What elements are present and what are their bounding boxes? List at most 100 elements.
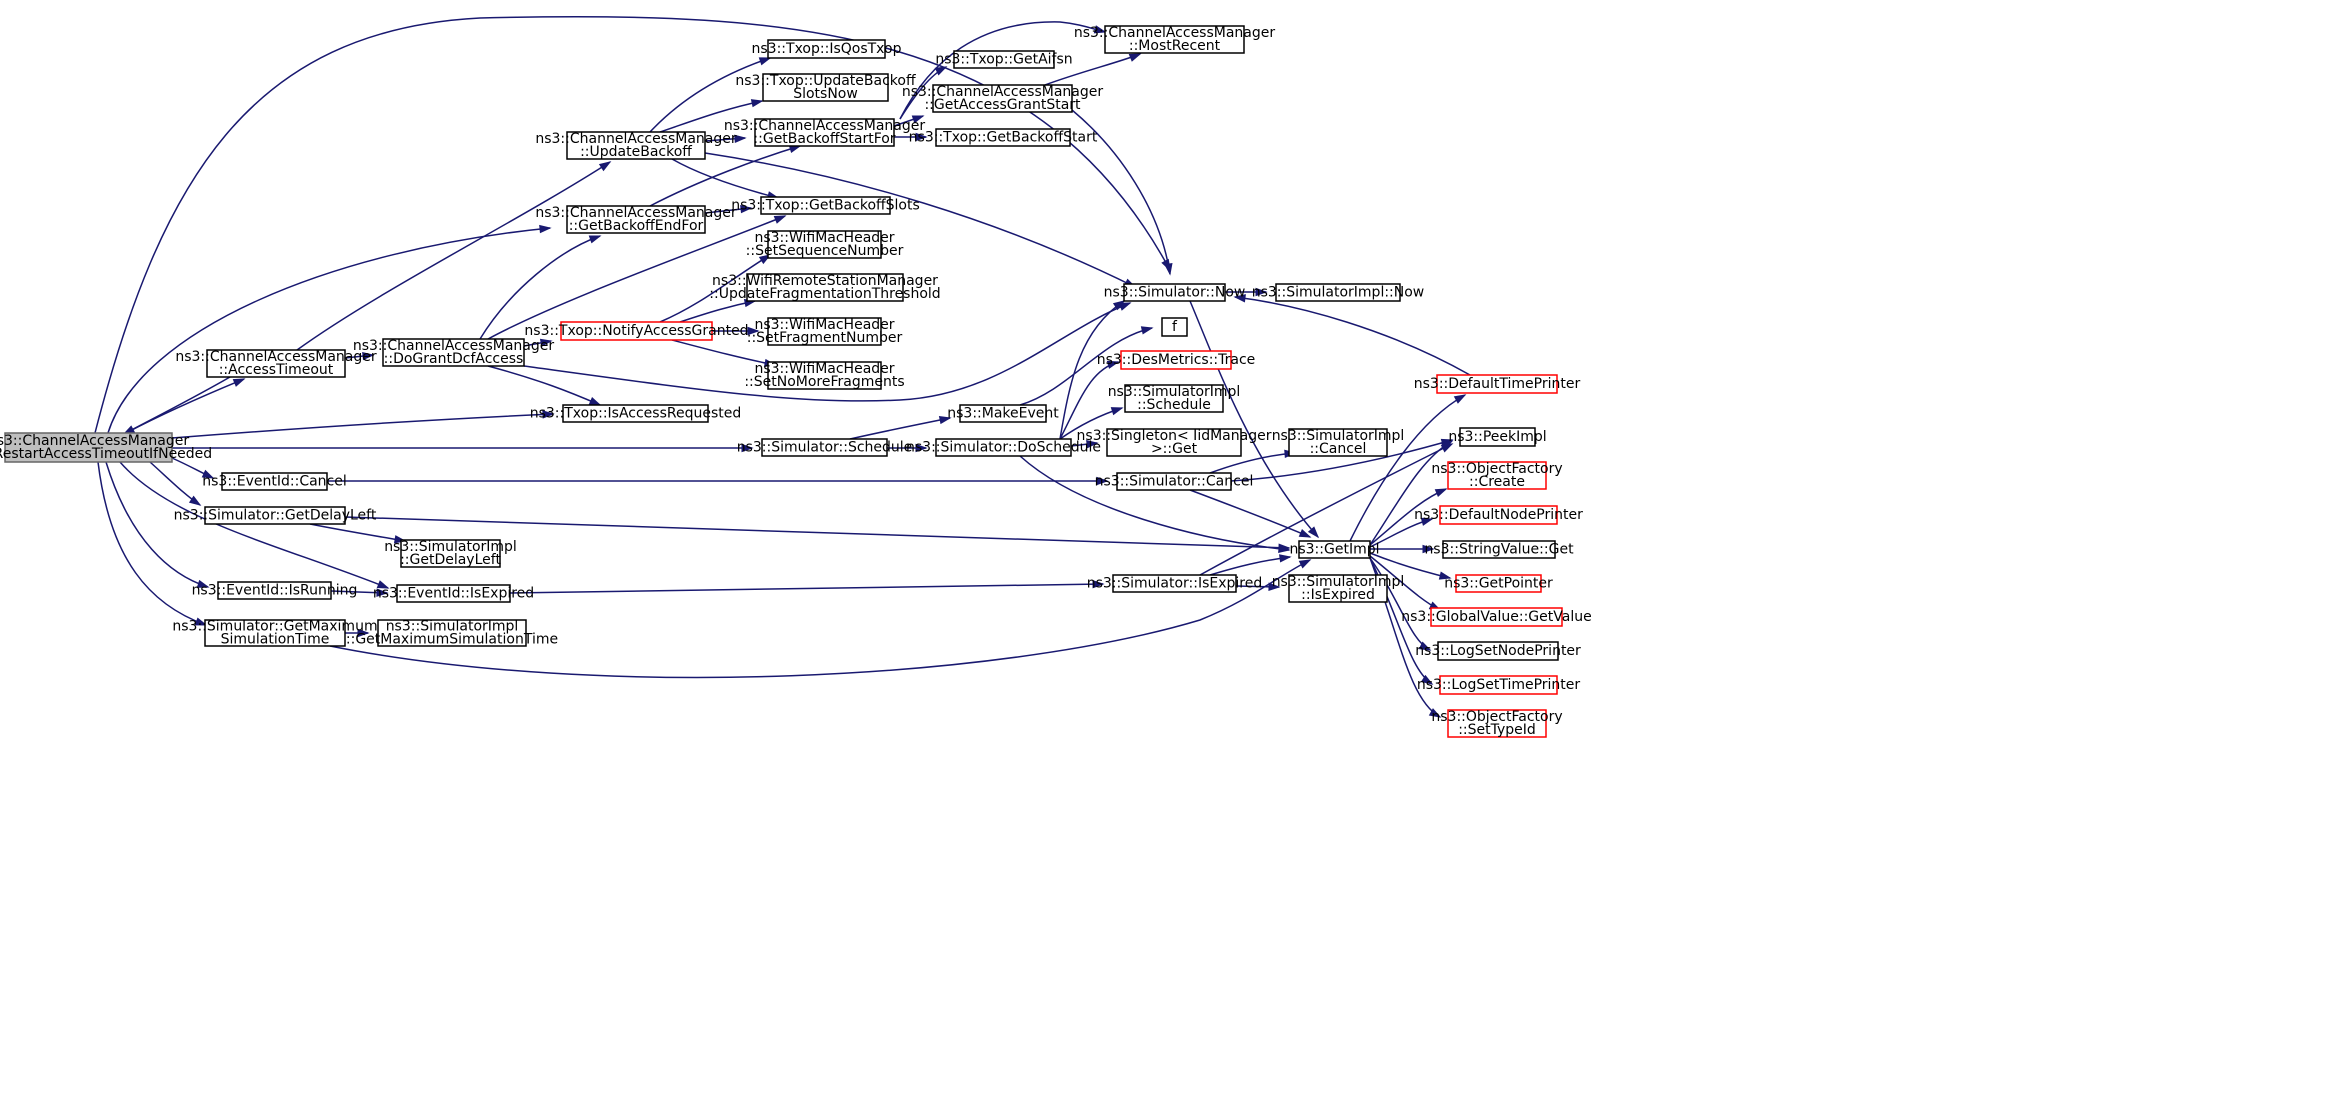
edge-line — [899, 21, 1106, 120]
node-getimpl[interactable]: ns3::GetImpl — [1289, 540, 1380, 559]
edge-line — [123, 376, 231, 435]
node-simimplschedule[interactable]: ns3::SimulatorImpl::Schedule — [1108, 384, 1241, 413]
node-makeevent[interactable]: ns3::MakeEvent — [947, 404, 1059, 423]
node-getbackoffendfor[interactable]: ns3::ChannelAccessManager::GetBackoffEnd… — [535, 205, 737, 234]
node-simschedule[interactable]: ns3::Simulator::Schedule — [737, 438, 913, 457]
edge-root-to-accesstimeout — [125, 378, 246, 434]
node-label-line: ns3::MakeEvent — [947, 406, 1059, 422]
node-getbackoffslots[interactable]: ns3::Txop::GetBackoffSlots — [731, 196, 920, 215]
node-accesstimeout[interactable]: ns3::ChannelAccessManager::AccessTimeout — [175, 349, 377, 378]
node-label-line: ::GetDelayLeft — [400, 552, 501, 568]
node-simimplnow[interactable]: ns3::SimulatorImpl::Now — [1252, 283, 1425, 302]
node-simisexpired[interactable]: ns3::Simulator::IsExpired — [1087, 574, 1263, 593]
node-label-line: ::SetSequenceNumber — [746, 243, 904, 259]
node-label-line: ns3::GetImpl — [1289, 542, 1379, 558]
arrowhead — [1298, 559, 1312, 569]
node-desmetrics[interactable]: ns3::DesMetrics::Trace — [1097, 350, 1256, 370]
arrowhead — [1118, 302, 1132, 311]
edge-doschedule-to-getimpl — [1019, 455, 1291, 554]
edge-line — [1189, 489, 1311, 538]
node-label-line: ns3::Simulator::GetMaximum — [172, 619, 377, 635]
node-label-line: ::SetTypeId — [1458, 722, 1536, 738]
edge-getmaxsimtime-to-simimplgetmaxsimtime — [345, 628, 370, 638]
arrowhead — [1438, 571, 1452, 580]
edge-makeevent-to-f — [1019, 326, 1154, 406]
node-simimplcancel[interactable]: ns3::SimulatorImpl::Cancel — [1272, 428, 1405, 457]
node-getaifsn[interactable]: ns3::Txop::GetAifsn — [935, 50, 1073, 69]
node-simimplisexpired[interactable]: ns3::SimulatorImpl::IsExpired — [1272, 574, 1405, 603]
node-box — [400, 539, 501, 568]
edge-getaccessgrantstart-to-mostrecent — [1044, 53, 1142, 86]
node-getbackoffstart[interactable]: ns3::Txop::GetBackoffStart — [909, 128, 1098, 147]
node-stringvalueget[interactable]: ns3::StringValue::Get — [1424, 540, 1574, 559]
node-setfragmentnumber[interactable]: ns3::WifiMacHeader::SetFragmentNumber — [747, 317, 903, 346]
node-simimplgetmaxsimtime[interactable]: ns3::SimulatorImpl::GetMaximumSimulation… — [346, 619, 558, 648]
node-peekimpl[interactable]: ns3::PeekImpl — [1448, 427, 1547, 447]
node-label-line: ::IsExpired — [1301, 587, 1375, 603]
node-eventisexpired[interactable]: ns3::EventId::IsExpired — [373, 584, 534, 603]
node-box — [1116, 472, 1232, 491]
edge-getimpl-to-stringvalueget — [1370, 544, 1435, 554]
edge-dogrant-to-notifyaccessgranted — [523, 338, 553, 348]
node-simnow[interactable]: ns3::Simulator::Now — [1104, 283, 1246, 302]
node-defaultnodeprinter[interactable]: ns3::DefaultNodePrinter — [1414, 505, 1583, 525]
edge-getmaxsimtime-to-getimpl — [329, 559, 1312, 679]
node-isaccessrequested[interactable]: ns3::Txop::IsAccessRequested — [530, 404, 742, 423]
node-setsequencenumber[interactable]: ns3::WifiMacHeader::SetSequenceNumber — [746, 230, 904, 259]
node-globalvaluegetvalue[interactable]: ns3::GlobalValue::GetValue — [1401, 607, 1592, 627]
node-f[interactable]: f — [1161, 317, 1188, 337]
node-eventisrunning[interactable]: ns3::EventId::IsRunning — [192, 581, 358, 600]
node-box — [566, 131, 706, 160]
edge-updatebackoff-to-getbackoffstartfor — [704, 134, 747, 143]
node-logsetnodeprinter[interactable]: ns3::LogSetNodePrinter — [1415, 641, 1581, 661]
edge-updatebackoff-to-isqostxop — [649, 57, 772, 133]
edge-line — [105, 461, 209, 588]
node-defaulttimeprinter[interactable]: ns3::DefaultTimePrinter — [1414, 374, 1581, 394]
node-objectfactorycreate[interactable]: ns3::ObjectFactory::Create — [1431, 461, 1562, 490]
node-getaccessgrantstart[interactable]: ns3::ChannelAccessManager::GetAccessGran… — [902, 84, 1104, 113]
node-setnomorefragments[interactable]: ns3::WifiMacHeader::SetNoMoreFragments — [744, 361, 904, 390]
edge-line — [1071, 109, 1171, 275]
node-box — [767, 39, 886, 59]
node-label-line: ns3::ObjectFactory — [1431, 709, 1562, 725]
node-root[interactable]: ns3::ChannelAccessManager::DoRestartAcce… — [0, 432, 212, 463]
node-doschedule[interactable]: ns3::Simulator::DoSchedule — [906, 438, 1101, 457]
edge-root-to-simschedule — [172, 443, 754, 453]
arrowhead — [758, 57, 772, 66]
node-eventcancel[interactable]: ns3::EventId::Cancel — [202, 472, 347, 491]
arrowhead — [1420, 674, 1434, 685]
node-label-line: ns3::ObjectFactory — [1431, 461, 1562, 477]
edge-doschedule-to-desmetrics — [1059, 360, 1120, 440]
arrowhead — [1128, 53, 1142, 62]
arrowhead — [1233, 294, 1246, 303]
node-label-line: ns3::SimulatorImpl::Now — [1252, 285, 1425, 301]
node-dogrant[interactable]: ns3::ChannelAccessManager::DoGrantDcfAcc… — [353, 338, 555, 367]
node-label-line: ns3::WifiMacHeader — [754, 361, 894, 377]
node-simcancel[interactable]: ns3::Simulator::Cancel — [1095, 472, 1254, 491]
node-notifyaccessgranted[interactable]: ns3::Txop::NotifyAccessGranted — [524, 321, 749, 341]
arrowhead — [588, 396, 602, 406]
node-label-line: ::DoRestartAccessTimeoutIfNeeded — [0, 446, 212, 462]
node-simimplgetdelayleft[interactable]: ns3::SimulatorImpl::GetDelayLeft — [384, 539, 517, 568]
node-mostrecent[interactable]: ns3::ChannelAccessManager::MostRecent — [1074, 25, 1276, 54]
node-box — [767, 361, 882, 390]
node-label-line: ::AccessTimeout — [219, 362, 334, 378]
node-getpointer[interactable]: ns3::GetPointer — [1444, 574, 1553, 593]
node-getdelayleft[interactable]: ns3::Simulator::GetDelayLeft — [174, 506, 377, 525]
node-getbackoffstartfor[interactable]: ns3::ChannelAccessManager::GetBackoffSta… — [724, 118, 926, 147]
arrowhead — [598, 161, 612, 172]
node-getmaxsimtime[interactable]: ns3::Simulator::GetMaximumSimulationTime — [172, 619, 377, 648]
arrowhead — [911, 115, 925, 124]
edge-line — [671, 158, 779, 199]
node-label-line: ns3::DesMetrics::Trace — [1097, 352, 1256, 368]
node-updatefrag[interactable]: ns3::WifiRemoteStationManager::UpdateFra… — [709, 273, 940, 302]
node-logsettimeprinter[interactable]: ns3::LogSetTimePrinter — [1417, 675, 1581, 695]
node-singletonget[interactable]: ns3::Singleton< IidManager >::Get — [1077, 428, 1272, 457]
edge-root-to-eventisrunning — [105, 461, 210, 588]
node-updatebackoff[interactable]: ns3::ChannelAccessManager::UpdateBackoff — [535, 131, 737, 160]
node-objectfactorysettypeid[interactable]: ns3::ObjectFactory::SetTypeId — [1431, 709, 1562, 738]
node-isqostxop[interactable]: ns3::Txop::IsQosTxop — [752, 39, 902, 59]
arrowhead — [773, 215, 787, 224]
node-box — [1447, 709, 1547, 738]
